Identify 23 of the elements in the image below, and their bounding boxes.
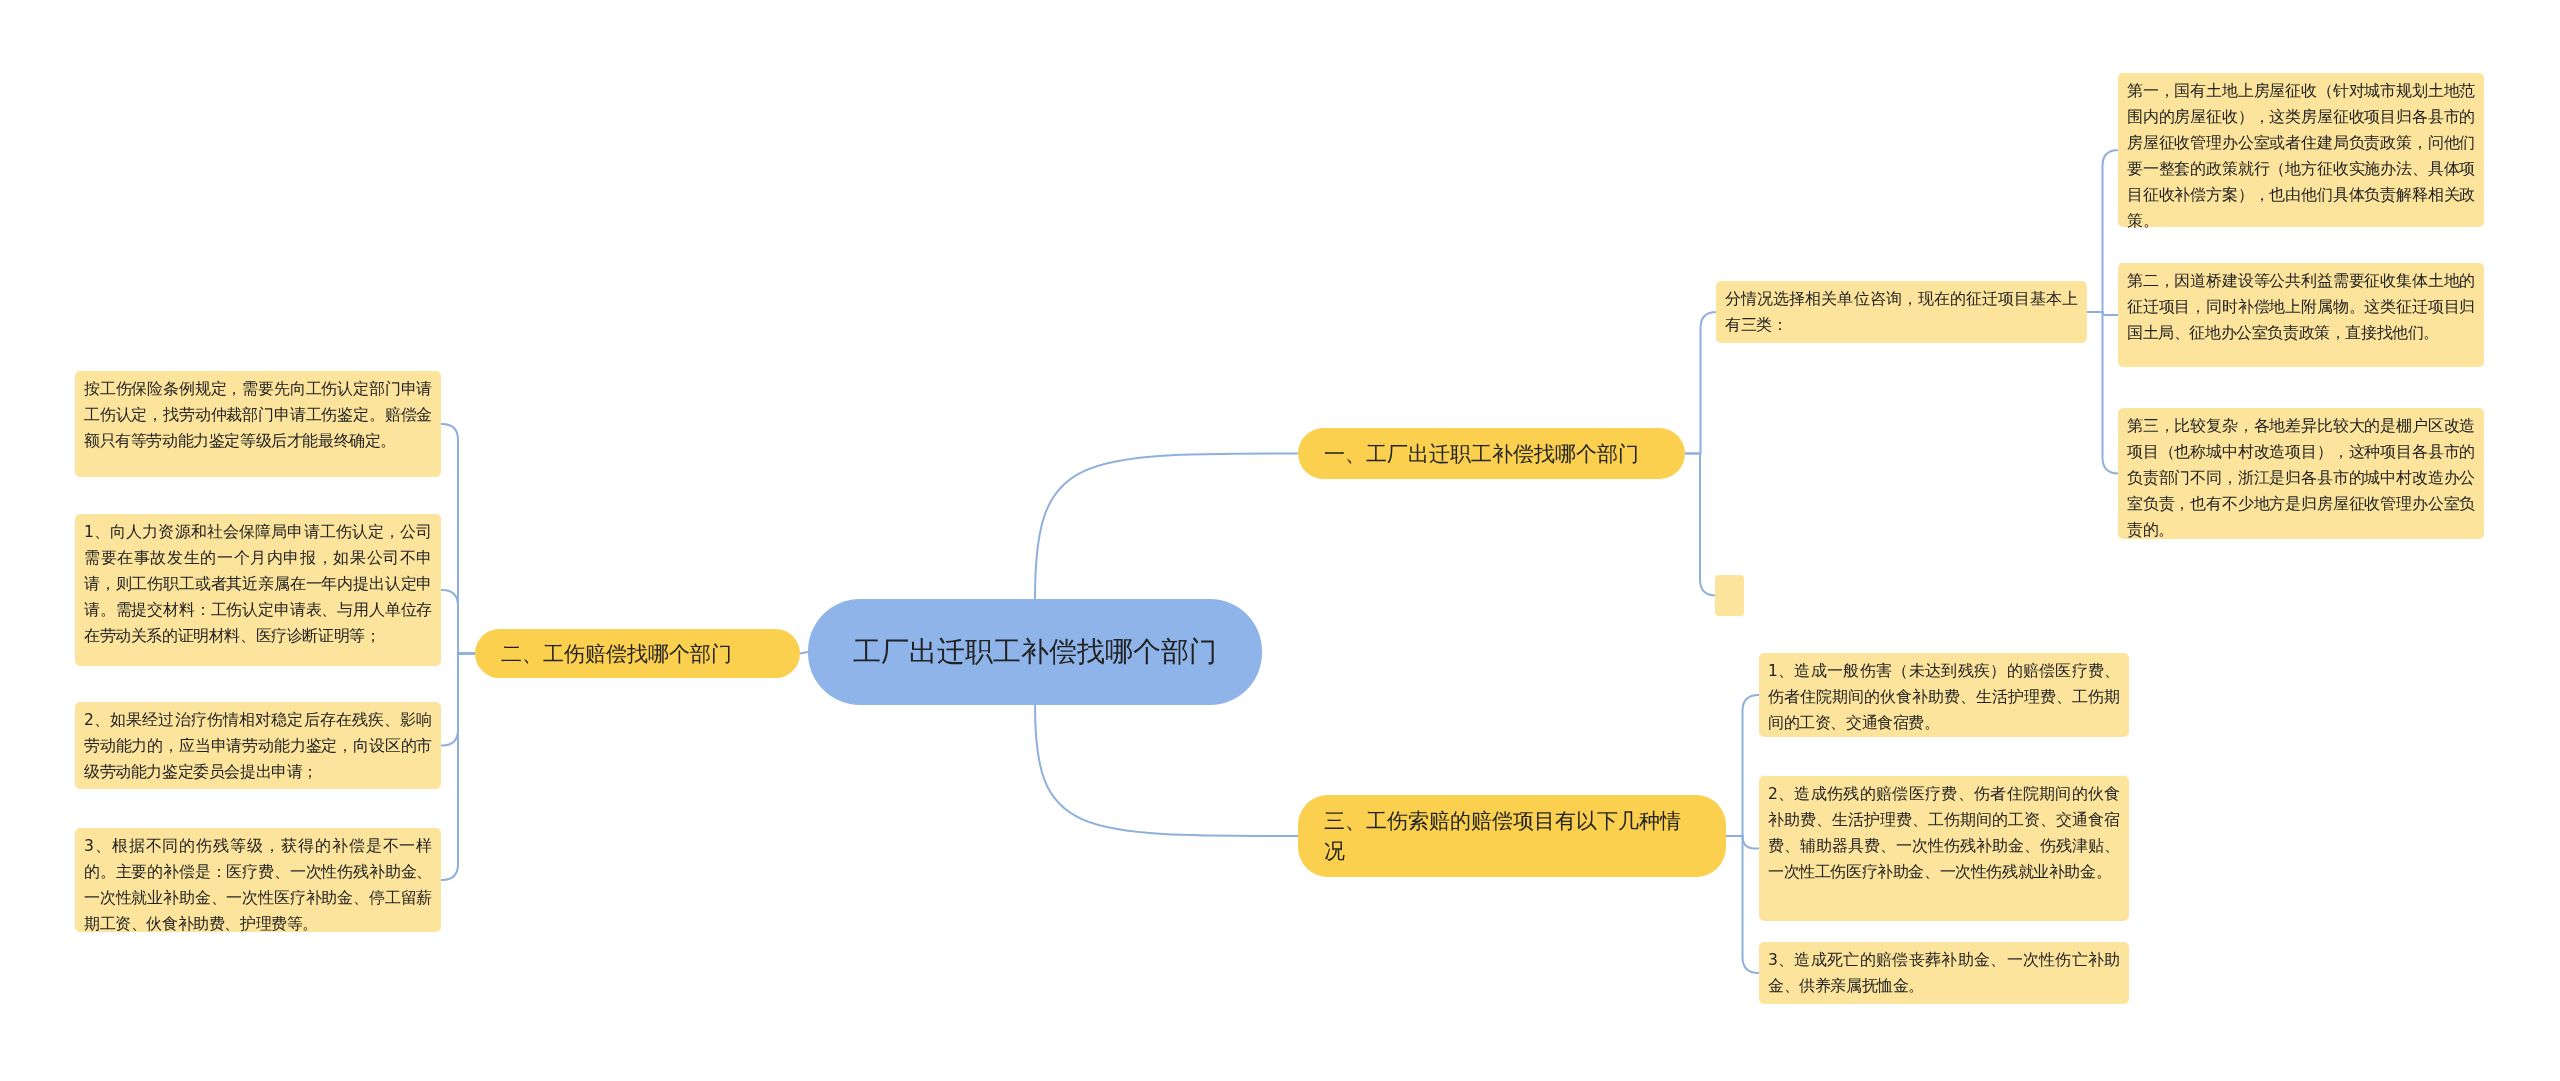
note-box: 第三，比较复杂，各地差异比较大的是棚户区改造项目（也称城中村改造项目），这种项目各县市的负责部门不同，浙江是归各县市的城中村改造办公室负责，也有不少地方是归房屋征收管理办公室负责的。 <box>2118 408 2484 539</box>
note-box: 按工伤保险条例规定，需要先向工伤认定部门申请工伤认定，找劳动仲裁部门申请工伤鉴定。赔偿金额只有等劳动能力鉴定等级后才能最终确定。 <box>75 371 441 477</box>
connector-line <box>440 652 476 881</box>
note-box: 2、如果经过治疗伤情相对稳定后存在残疾、影响劳动能力的，应当申请劳动能力鉴定，向设区的市级劳动能力鉴定委员会提出申请； <box>75 702 441 789</box>
topic-box: 三、工伤索赔的赔偿项目有以下几种情况 <box>1298 795 1726 877</box>
note-box: 第一，国有土地上房屋征收（针对城市规划土地范围内的房屋征收），这类房屋征收项目归各县市的房屋征收管理办公室或者住建局负责政策，问他们要一整套的政策就行（地方征收实施办法、具体项目征收补偿方案），也由他们具体负责解释相关政策。 <box>2118 73 2484 227</box>
connector-line <box>1725 835 1760 974</box>
note-box: 第二，因道桥建设等公共利益需要征收集体土地的征迁项目，同时补偿地上附属物。这类征迁项目归国土局、征地办公室负责政策，直接找他们。 <box>2118 263 2484 367</box>
topic-box: 一、工厂出迁职工补偿找哪个部门 <box>1298 428 1685 479</box>
topic-box: 二、工伤赔偿找哪个部门 <box>475 629 800 678</box>
connector-line <box>1684 452 1717 597</box>
connector-line <box>799 651 809 655</box>
connector-line <box>1034 452 1299 600</box>
note-box: 3、根据不同的伤残等级，获得的补偿是不一样的。主要的补偿是：医疗费、一次性伤残补助金、一次性就业补助金、一次性医疗补助金、停工留薪期工资、伙食补助费、护理费等。 <box>75 828 441 932</box>
connector-line <box>2086 311 2120 475</box>
note-box: 3、造成死亡的赔偿丧葬补助金、一次性伤亡补助金、供养亲属抚恤金。 <box>1759 942 2129 1004</box>
empty-box <box>1715 575 1744 616</box>
note-box: 2、造成伤残的赔偿医疗费、伤者住院期间的伙食补助费、生活护理费、工伤期间的工资、交通食宿费、辅助器具费、一次性伤残补助金、伤残津贴、一次性工伤医疗补助金、一次性伤残就业补助金。 <box>1759 776 2129 921</box>
note-box: 分情况选择相关单位咨询，现在的征迁项目基本上有三类： <box>1716 281 2087 343</box>
connector-line <box>1034 704 1299 837</box>
note-box: 1、造成一般伤害（未达到残疾）的赔偿医疗费、伤者住院期间的伙食补助费、生活护理费、工伤期间的工资、交通食宿费。 <box>1759 653 2129 737</box>
note-box: 1、向人力资源和社会保障局申请工伤认定，公司需要在事故发生的一个月内申报，如果公司不申请，则工伤职工或者其近亲属在一年内提出认定申请。需提交材料：工伤认定申请表、与用人单位存在劳动关系的证明材料、医疗诊断证明等； <box>75 514 441 666</box>
central-topic: 工厂出迁职工补偿找哪个部门 <box>808 599 1262 705</box>
